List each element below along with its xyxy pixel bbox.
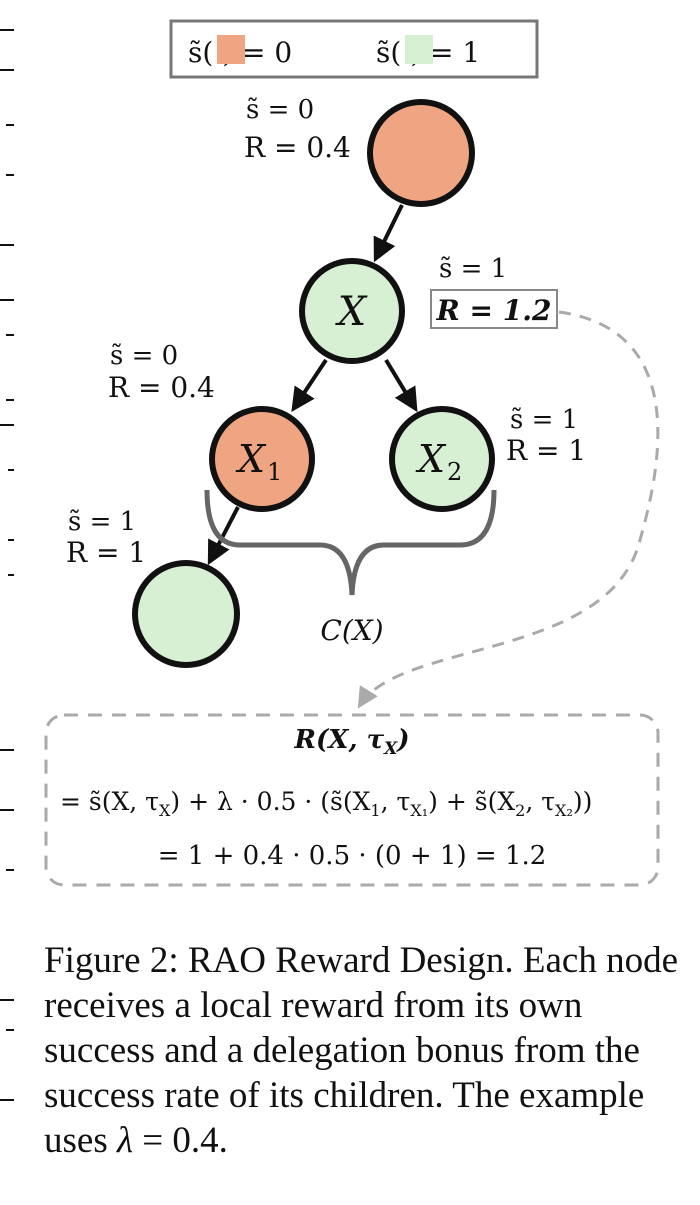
formula-title: R(X, τX) bbox=[293, 725, 409, 759]
svg-text:s̃ = 1: s̃ = 1 bbox=[510, 405, 578, 435]
svg-text:X: X bbox=[335, 289, 368, 335]
svg-text:R = 0.4: R = 0.4 bbox=[108, 371, 215, 404]
edge-x-x2 bbox=[384, 358, 418, 413]
svg-text:2: 2 bbox=[447, 458, 462, 486]
edge-x1-leaf bbox=[207, 506, 240, 566]
formula-box: R(X, τX) = s̃(X, τX) + λ · 0.5 · (s̃(X1,… bbox=[44, 713, 660, 887]
legend-green-swatch bbox=[405, 35, 433, 64]
tree-edges bbox=[207, 204, 418, 566]
x-reward-box bbox=[430, 289, 558, 329]
children-label: C(X) bbox=[320, 614, 383, 647]
figure-caption: Figure 2: RAO Reward Design. Each node r… bbox=[44, 938, 694, 1163]
svg-text:s̃ = 0: s̃ = 0 bbox=[110, 341, 178, 371]
svg-text:1: 1 bbox=[267, 458, 282, 486]
svg-text:R = 1: R = 1 bbox=[66, 536, 146, 569]
caption-tail: = 0.4. bbox=[133, 1120, 228, 1161]
svg-text:s̃ = 1: s̃ = 1 bbox=[439, 254, 507, 284]
svg-text:s̃ = 1: s̃ = 1 bbox=[68, 507, 136, 537]
children-brace: C(X) bbox=[204, 489, 497, 647]
svg-text:R = 1.2: R = 1.2 bbox=[436, 294, 552, 327]
node-x: X s̃ = 1 R = 1.2 bbox=[299, 254, 558, 364]
caption-lambda: λ bbox=[116, 1120, 134, 1161]
node-x2: X 2 s̃ = 1 R = 1 bbox=[389, 405, 586, 512]
root-node: s̃ = 0 R = 0.4 bbox=[244, 95, 475, 207]
node-leaf: s̃ = 1 R = 1 bbox=[66, 507, 240, 668]
dashed-connector bbox=[357, 310, 660, 709]
caption-text: Figure 2: RAO Reward Design. Each node r… bbox=[44, 940, 679, 1161]
node-x1: X 1 s̃ = 0 R = 0.4 bbox=[108, 341, 315, 512]
svg-text:X: X bbox=[235, 437, 267, 481]
svg-text:s̃ = 0: s̃ = 0 bbox=[246, 95, 314, 125]
legend: s̃( ) = 0 s̃( ) = 1 bbox=[169, 19, 539, 79]
svg-text:R = 1: R = 1 bbox=[506, 434, 586, 467]
margin-marks bbox=[0, 29, 14, 1101]
svg-text:X: X bbox=[415, 437, 447, 481]
svg-text:R = 0.4: R = 0.4 bbox=[244, 131, 351, 164]
edge-root-x bbox=[373, 204, 404, 263]
edge-x-x1 bbox=[291, 358, 328, 412]
legend-orange-swatch bbox=[217, 35, 245, 64]
formula-line-2: = 1 + 0.4 · 0.5 · (0 + 1) = 1.2 bbox=[158, 841, 547, 871]
formula-line-1: = s̃(X, τX) + λ · 0.5 · (s̃(X1, τX₁) + s… bbox=[60, 787, 592, 820]
